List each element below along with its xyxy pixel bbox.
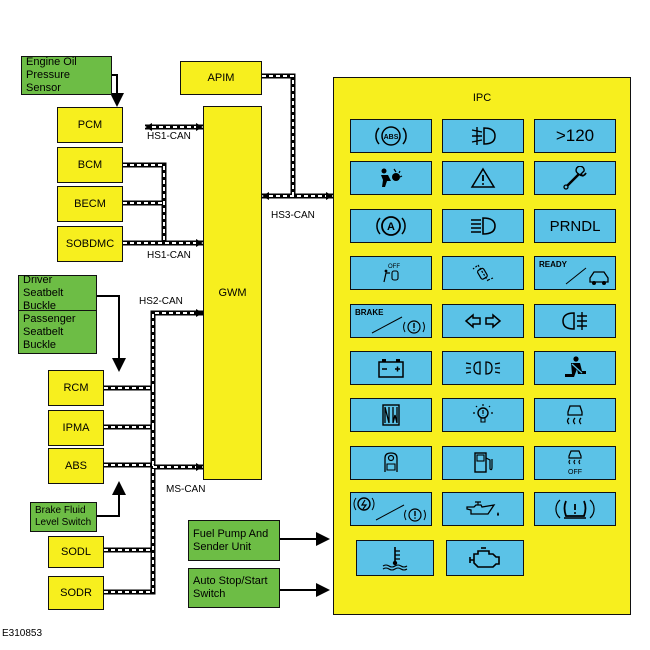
sobdmc-module: SOBDMC — [57, 226, 123, 262]
rear-fog-icon — [562, 312, 587, 330]
low-fuel-icon — [474, 452, 493, 473]
gwm-module: GWM — [203, 106, 262, 480]
high-beam-indicator — [442, 209, 524, 243]
electric-brake-icon — [353, 497, 426, 522]
abs-icon: ABS — [375, 126, 407, 146]
airbag-off-icon: OFF — [383, 264, 400, 283]
four-wheel-drive-indicator — [350, 398, 432, 432]
airbag-icon — [381, 168, 403, 187]
hs1-can-top-label: HS1-CAN — [147, 131, 191, 142]
hazard-warning-indicator — [442, 161, 524, 195]
overspeed-text: >120 — [555, 126, 595, 145]
service-wrench-icon — [563, 166, 587, 190]
stability-control-indicator — [534, 398, 616, 432]
hardwired-lines — [97, 74, 330, 597]
abs-module: ABS — [48, 448, 104, 484]
driver-seatbelt-buckle: Driver Seatbelt Buckle — [18, 274, 97, 312]
side-lamps-indicator — [442, 351, 524, 385]
ipc-title: IPC — [472, 92, 492, 104]
turn-signal-icon — [464, 313, 502, 329]
apim-module: APIM — [180, 61, 262, 95]
brake-warning-indicator: BRAKE — [350, 304, 432, 338]
hs2-can-label: HS2-CAN — [139, 296, 183, 307]
low-fuel-indicator — [442, 446, 524, 480]
brake-fluid-to-abs-line — [97, 481, 126, 517]
battery-charge-icon — [378, 359, 404, 378]
stability-off-indicator: OFF — [534, 446, 616, 480]
figure-id: E310853 — [2, 628, 43, 639]
brake-fluid-level-switch: Brake Fluid Level Switch — [30, 502, 97, 532]
four-wheel-drive-icon — [382, 404, 400, 426]
overspeed-indicator: >120 — [534, 119, 616, 153]
fuel-pump-sender-unit: Fuel Pump And Sender Unit — [188, 520, 280, 561]
sodr-module: SODR — [48, 576, 104, 610]
svg-text:A: A — [387, 221, 395, 233]
airbag-indicator — [350, 161, 432, 195]
child-seat-indicator — [350, 446, 432, 480]
hs1-can-bottom-label: HS1-CAN — [147, 250, 191, 261]
engine-oil-pressure-sensor: Engine Oil Pressure Sensor — [21, 56, 112, 95]
stability-off-icon: OFF — [568, 450, 582, 476]
tire-pressure-icon — [555, 499, 595, 519]
bulb-failure-indicator — [442, 398, 524, 432]
side-lamps-icon — [465, 361, 501, 375]
hs1-can-top-line — [145, 123, 203, 131]
check-engine-indicator — [446, 540, 524, 576]
seatbelt-to-rcm-line — [97, 295, 126, 372]
ready-indicator: READY — [534, 256, 616, 290]
child-seat-icon — [384, 452, 398, 472]
coolant-temperature-icon — [382, 547, 408, 571]
coolant-temperature-indicator — [356, 540, 434, 576]
oil-pressure-icon — [466, 501, 499, 516]
door-ajar-indicator — [442, 256, 524, 290]
front-fog-indicator — [442, 119, 524, 153]
ms-can-label: MS-CAN — [166, 484, 206, 495]
service-wrench-indicator — [534, 161, 616, 195]
can-bus-lines — [104, 73, 333, 595]
brake-label: BRAKE — [355, 308, 384, 317]
hs3-can-label: HS3-CAN — [271, 210, 315, 221]
svg-text:OFF: OFF — [568, 469, 582, 476]
pcm-module: PCM — [57, 107, 123, 143]
auto-hold-indicator: A — [350, 209, 432, 243]
svg-text:OFF: OFF — [388, 264, 400, 270]
svg-text:ABS: ABS — [384, 134, 399, 141]
door-ajar-icon — [472, 264, 494, 282]
hazard-warning-icon — [470, 167, 496, 188]
ready-label: READY — [539, 260, 568, 269]
passenger-seatbelt-buckle: Passenger Seatbelt Buckle — [18, 310, 97, 354]
rcm-module: RCM — [48, 370, 104, 406]
brake-warning-icon — [371, 316, 425, 334]
high-beam-icon — [471, 217, 496, 235]
turn-signal-indicator — [442, 304, 524, 338]
ready-icon — [565, 267, 609, 285]
check-engine-icon — [469, 547, 500, 568]
sodl-module: SODL — [48, 536, 104, 568]
electric-brake-indicator — [350, 492, 432, 526]
abs-indicator: ABS — [350, 119, 432, 153]
seatbelt-icon — [565, 356, 586, 377]
prndl-indicator: PRNDL — [534, 209, 616, 243]
battery-charge-indicator — [350, 351, 432, 385]
stability-control-icon — [566, 405, 583, 425]
ipc-module: IPC ABS >120 — [333, 77, 631, 615]
airbag-off-indicator: OFF — [350, 256, 432, 290]
hs1-can-bottom-line — [123, 162, 203, 247]
bcm-module: BCM — [57, 147, 123, 183]
bulb-failure-icon — [473, 404, 493, 423]
front-fog-icon — [471, 127, 496, 145]
ms-can-line — [104, 463, 203, 595]
oil-sensor-to-pcm-line — [110, 74, 124, 107]
becm-module: BECM — [57, 186, 123, 222]
auto-stop-start-switch: Auto Stop/Start Switch — [188, 568, 280, 608]
hs3-can-line — [262, 73, 333, 200]
seatbelt-indicator — [534, 351, 616, 385]
oil-pressure-indicator — [442, 492, 524, 526]
rear-fog-indicator — [534, 304, 616, 338]
ipma-module: IPMA — [48, 410, 104, 446]
auto-hold-icon: A — [376, 216, 406, 236]
prndl-text: PRNDL — [549, 217, 601, 235]
tire-pressure-indicator — [534, 492, 616, 526]
